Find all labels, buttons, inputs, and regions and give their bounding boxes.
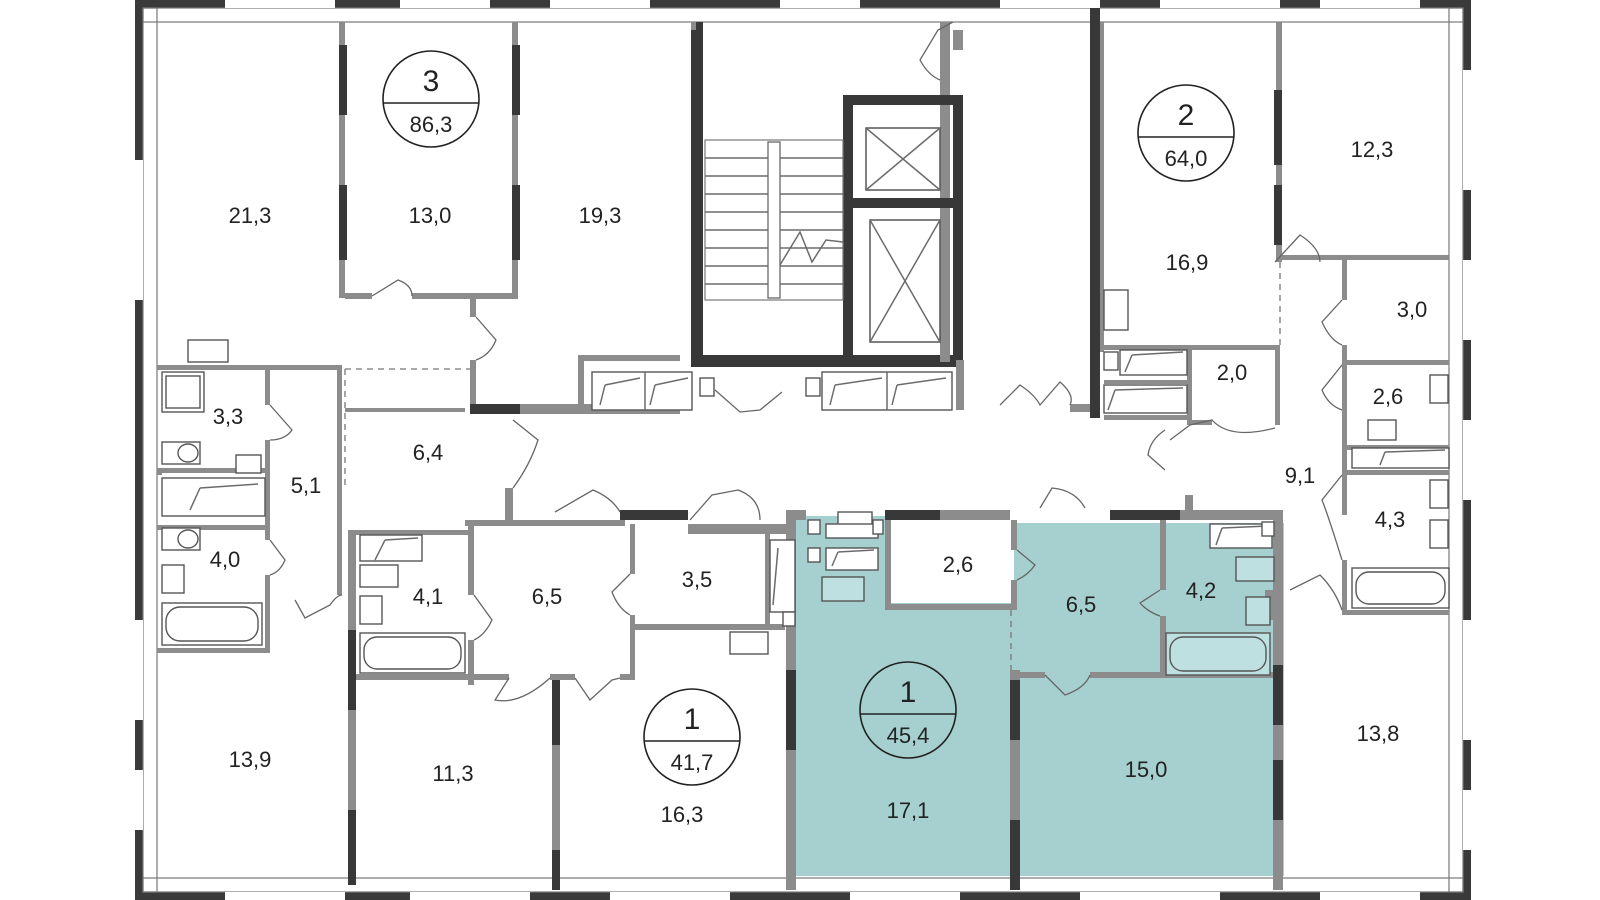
room-area: 13,9	[229, 747, 272, 772]
room-area: 3,3	[213, 404, 244, 429]
room-area: 16,9	[1166, 250, 1209, 275]
badge-area: 64,0	[1165, 146, 1208, 171]
room-area: 12,3	[1351, 137, 1394, 162]
room-area: 5,1	[291, 473, 322, 498]
room-area: 4,3	[1375, 507, 1406, 532]
room-area: 13,0	[409, 203, 452, 228]
stairs	[704, 139, 844, 301]
badge-rooms: 1	[684, 703, 701, 736]
room-area: 17,1	[887, 798, 930, 823]
room-area: 13,8	[1357, 721, 1400, 746]
room-area: 3,5	[682, 567, 713, 592]
interior-walls	[157, 8, 1449, 890]
room-area: 4,2	[1186, 578, 1217, 603]
room-area: 11,3	[432, 761, 473, 786]
room-area: 16,3	[661, 802, 704, 827]
apartment-badge-2: 2 64,0	[1137, 84, 1235, 182]
badge-area: 41,7	[671, 750, 714, 775]
badge-rooms: 3	[423, 65, 440, 98]
apartment-badge-3: 3 86,3	[382, 50, 480, 148]
room-labels: 21,3 13,0 19,3 12,3 16,9 3,0 2,0 2,6 3,3…	[210, 137, 1428, 827]
badge-rooms: 1	[900, 676, 917, 709]
room-area: 2,0	[1217, 360, 1248, 385]
doors	[269, 21, 1343, 702]
room-area: 15,0	[1125, 757, 1168, 782]
fixtures	[161, 289, 1450, 676]
badge-area: 86,3	[410, 112, 453, 137]
room-area: 6,4	[413, 440, 444, 465]
room-area: 9,1	[1285, 463, 1316, 488]
outer-walls	[135, 0, 1471, 900]
room-area: 3,0	[1397, 297, 1428, 322]
badge-rooms: 2	[1178, 99, 1195, 132]
badge-area: 45,4	[887, 723, 930, 748]
zone-dashes	[344, 262, 1281, 670]
apartment-badge-1b: 1 45,4	[859, 661, 957, 759]
room-area: 2,6	[1373, 384, 1404, 409]
elevators	[865, 127, 941, 343]
apartment-badge-1a: 1 41,7	[643, 688, 741, 786]
room-area: 4,0	[210, 547, 241, 572]
room-area: 2,6	[943, 552, 974, 577]
room-area: 6,5	[532, 584, 563, 609]
room-area: 6,5	[1066, 592, 1097, 617]
room-area: 21,3	[229, 203, 272, 228]
room-area: 4,1	[413, 584, 444, 609]
room-area: 19,3	[579, 203, 622, 228]
